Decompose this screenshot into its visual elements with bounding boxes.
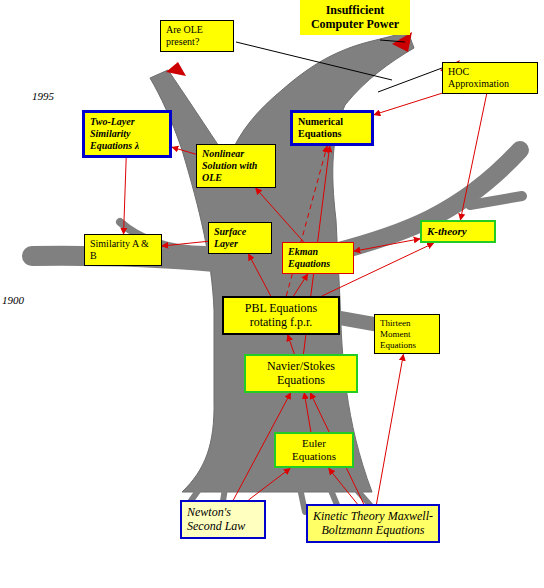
connector-arrow bbox=[162, 241, 208, 246]
process-box: Nonlinear Solution with OLE bbox=[196, 144, 276, 188]
connector-arrow bbox=[354, 239, 420, 251]
connector-arrow bbox=[329, 468, 358, 504]
process-box: Ekman Equations bbox=[282, 242, 354, 274]
process-box: Numerical Equations bbox=[290, 110, 374, 146]
branch-tip bbox=[166, 62, 186, 76]
node-text: K-theory bbox=[427, 225, 489, 238]
note-box: Insufficient Computer Power bbox=[300, 0, 410, 35]
node-text: Euler Equations bbox=[281, 437, 347, 463]
node-text: Nonlinear Solution with OLE bbox=[202, 148, 270, 184]
node-text: PBL Equations rotating f.p.r. bbox=[229, 301, 333, 330]
process-box: Navier/Stokes Equations bbox=[244, 354, 358, 393]
node-text: HOC Approximation bbox=[448, 66, 532, 90]
process-box: Euler Equations bbox=[274, 432, 354, 468]
connector-arrow bbox=[374, 93, 442, 115]
process-box: K-theory bbox=[420, 220, 496, 243]
connector-arrow bbox=[304, 393, 311, 432]
process-box: Two-Layer Similarity Equations λ bbox=[82, 110, 172, 158]
process-box: PBL Equations rotating f.p.r. bbox=[222, 296, 340, 335]
process-box: Similarity A & B bbox=[84, 234, 162, 266]
connector-arrow bbox=[248, 468, 290, 500]
process-box: Surface Layer bbox=[208, 222, 272, 254]
year-label: 1900 bbox=[2, 294, 24, 306]
node-text: Kinetic Theory Maxwell-Boltzmann Equatio… bbox=[313, 509, 433, 538]
node-text: Navier/Stokes Equations bbox=[251, 359, 351, 388]
node-text: Are OLE present? bbox=[166, 24, 228, 48]
connector-arrow bbox=[294, 274, 308, 296]
node-text: Ekman Equations bbox=[288, 246, 348, 270]
node-text: Thirteen Moment Equations bbox=[380, 318, 434, 350]
year-label: 1995 bbox=[32, 90, 54, 102]
connector-arrow bbox=[172, 147, 196, 154]
leader-line bbox=[236, 42, 392, 80]
node-text: Similarity A & B bbox=[90, 238, 156, 262]
leader-line bbox=[378, 68, 442, 92]
node-text: Insufficient Computer Power bbox=[305, 3, 405, 32]
source-box: Newton's Second Law bbox=[180, 500, 266, 539]
node-text: Numerical Equations bbox=[298, 116, 366, 140]
connector-arrow bbox=[376, 354, 403, 504]
connector-arrow bbox=[288, 335, 295, 354]
node-text: Surface Layer bbox=[214, 226, 266, 250]
source-box: Kinetic Theory Maxwell-Boltzmann Equatio… bbox=[306, 504, 440, 543]
process-box: HOC Approximation bbox=[442, 62, 538, 94]
connector-arrow bbox=[460, 94, 486, 220]
node-text: Two-Layer Similarity Equations λ bbox=[90, 116, 164, 152]
process-box: Thirteen Moment Equations bbox=[374, 314, 440, 354]
node-text: Newton's Second Law bbox=[187, 505, 259, 534]
tree-branch bbox=[470, 196, 522, 205]
leader-line bbox=[380, 40, 405, 42]
question-box: Are OLE present? bbox=[160, 20, 234, 52]
connector-arrow bbox=[124, 158, 127, 234]
connector-arrow bbox=[248, 254, 270, 296]
